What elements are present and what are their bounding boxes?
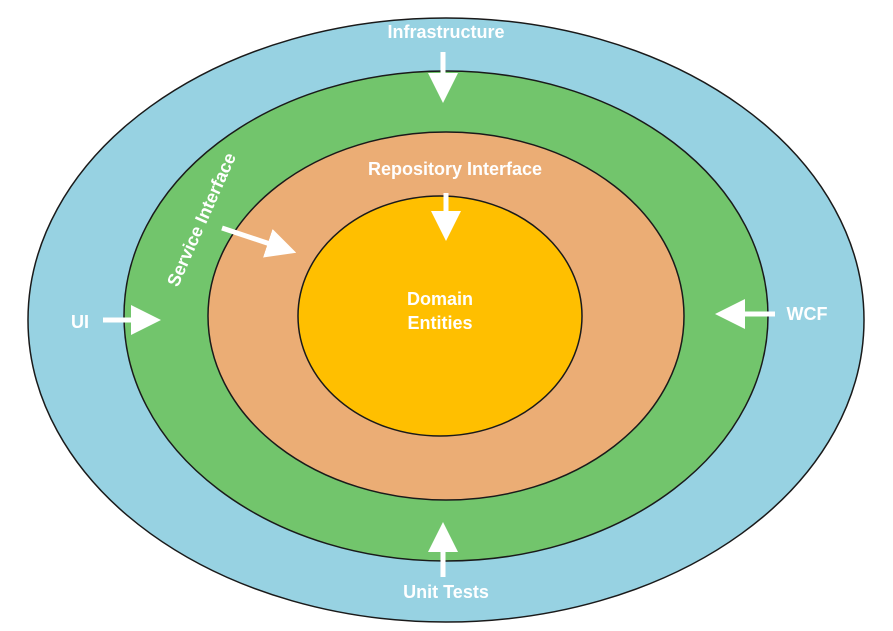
core-ring <box>297 195 583 437</box>
service-arrow <box>221 225 297 258</box>
ui-label: UI <box>71 312 89 332</box>
domain-label-line2: Entities <box>407 313 472 333</box>
unit-tests-label: Unit Tests <box>403 582 489 602</box>
infrastructure-label: Infrastructure <box>387 22 504 42</box>
wcf-label: WCF <box>787 304 828 324</box>
repository-interface-label: Repository Interface <box>368 159 542 179</box>
domain-label-line1: Domain <box>407 289 473 309</box>
